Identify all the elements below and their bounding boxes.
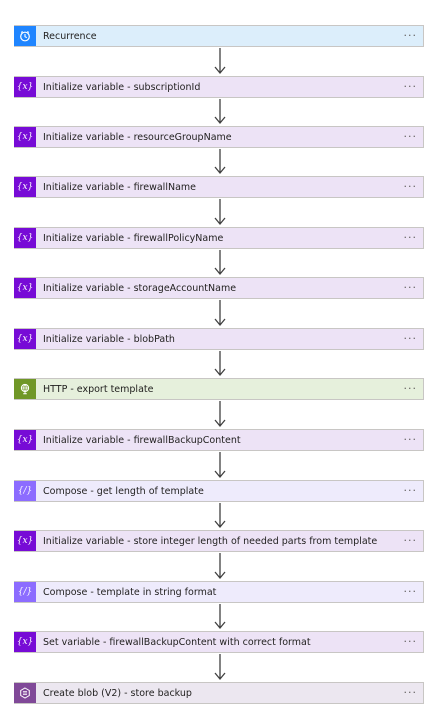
more-options-icon[interactable]: ··· bbox=[403, 332, 417, 345]
more-options-icon[interactable]: ··· bbox=[403, 231, 417, 244]
step-label: Recurrence bbox=[43, 30, 97, 42]
connector-arrow-icon bbox=[214, 99, 226, 125]
step-label: Initialize variable - storageAccountName bbox=[43, 282, 237, 294]
step-label: Initialize variable - subscriptionId bbox=[43, 81, 201, 93]
step-init-blob-path[interactable]: {x} Initialize variable - blobPath ··· bbox=[14, 328, 424, 350]
more-options-icon[interactable]: ··· bbox=[403, 433, 417, 446]
variable-icon-glyph: {x} bbox=[16, 181, 34, 192]
step-init-subscription-id[interactable]: {x} Initialize variable - subscriptionId… bbox=[14, 76, 424, 98]
step-create-blob[interactable]: Create blob (V2) - store backup ··· bbox=[14, 682, 424, 704]
step-init-firewall-policy-name[interactable]: {x} Initialize variable - firewallPolicy… bbox=[14, 227, 424, 249]
step-label: Create blob (V2) - store backup bbox=[43, 687, 192, 699]
variable-icon-glyph: {x} bbox=[16, 131, 34, 142]
more-options-icon[interactable]: ··· bbox=[403, 382, 417, 395]
step-label: Compose - get length of template bbox=[43, 485, 204, 497]
connector-arrow-icon bbox=[214, 604, 226, 630]
step-label: Initialize variable - store integer leng… bbox=[43, 535, 378, 547]
more-options-icon[interactable]: ··· bbox=[403, 484, 417, 497]
variable-icon: {x} bbox=[14, 430, 36, 450]
variable-icon: {x} bbox=[14, 531, 36, 551]
variable-icon: {x} bbox=[14, 329, 36, 349]
variable-icon-glyph: {x} bbox=[16, 282, 34, 293]
variable-icon-glyph: {x} bbox=[16, 434, 34, 445]
variable-icon: {x} bbox=[14, 228, 36, 248]
step-compose-string-format[interactable]: {/} Compose - template in string format … bbox=[14, 581, 424, 603]
step-recurrence[interactable]: Recurrence ··· bbox=[14, 25, 424, 47]
more-options-icon[interactable]: ··· bbox=[403, 80, 417, 93]
connector-arrow-icon bbox=[214, 149, 226, 175]
connector-arrow-icon bbox=[214, 250, 226, 276]
more-options-icon[interactable]: ··· bbox=[403, 635, 417, 648]
compose-icon: {/} bbox=[14, 481, 36, 501]
connector-arrow-icon bbox=[214, 654, 226, 681]
step-label: Initialize variable - firewallName bbox=[43, 181, 196, 193]
more-options-icon[interactable]: ··· bbox=[403, 281, 417, 294]
compose-icon-glyph: {/} bbox=[17, 586, 33, 597]
blob-storage-icon bbox=[14, 683, 36, 703]
variable-icon: {x} bbox=[14, 177, 36, 197]
step-label: Initialize variable - firewallBackupCont… bbox=[43, 434, 241, 446]
step-init-firewall-backup-content[interactable]: {x} Initialize variable - firewallBackup… bbox=[14, 429, 424, 451]
more-options-icon[interactable]: ··· bbox=[403, 534, 417, 547]
connector-arrow-icon bbox=[214, 351, 226, 377]
more-options-icon[interactable]: ··· bbox=[403, 180, 417, 193]
variable-icon: {x} bbox=[14, 632, 36, 652]
variable-icon: {x} bbox=[14, 127, 36, 147]
connector-arrow-icon bbox=[214, 300, 226, 327]
connector-arrow-icon bbox=[214, 401, 226, 428]
variable-icon: {x} bbox=[14, 278, 36, 298]
step-compose-length[interactable]: {/} Compose - get length of template ··· bbox=[14, 480, 424, 502]
compose-icon-glyph: {/} bbox=[17, 485, 33, 496]
step-label: HTTP - export template bbox=[43, 383, 154, 395]
variable-icon-glyph: {x} bbox=[16, 81, 34, 92]
variable-icon-glyph: {x} bbox=[16, 535, 34, 546]
variable-icon-glyph: {x} bbox=[16, 636, 34, 647]
clock-icon bbox=[14, 26, 36, 46]
more-options-icon[interactable]: ··· bbox=[403, 29, 417, 42]
step-label: Compose - template in string format bbox=[43, 586, 217, 598]
connector-arrow-icon bbox=[214, 48, 226, 75]
step-init-firewall-name[interactable]: {x} Initialize variable - firewallName ·… bbox=[14, 176, 424, 198]
connector-arrow-icon bbox=[214, 452, 226, 479]
connector-arrow-icon bbox=[214, 503, 226, 529]
compose-icon: {/} bbox=[14, 582, 36, 602]
variable-icon: {x} bbox=[14, 77, 36, 97]
connector-arrow-icon bbox=[214, 199, 226, 226]
more-options-icon[interactable]: ··· bbox=[403, 130, 417, 143]
step-set-firewall-backup-content[interactable]: {x} Set variable - firewallBackupContent… bbox=[14, 631, 424, 653]
more-options-icon[interactable]: ··· bbox=[403, 686, 417, 699]
step-label: Initialize variable - resourceGroupName bbox=[43, 131, 232, 143]
step-http-export-template[interactable]: HTTP - export template ··· bbox=[14, 378, 424, 400]
connector-arrow-icon bbox=[214, 553, 226, 580]
step-label: Initialize variable - firewallPolicyName bbox=[43, 232, 224, 244]
step-label: Set variable - firewallBackupContent wit… bbox=[43, 636, 311, 648]
variable-icon-glyph: {x} bbox=[16, 333, 34, 344]
step-init-storage-account-name[interactable]: {x} Initialize variable - storageAccount… bbox=[14, 277, 424, 299]
step-label: Initialize variable - blobPath bbox=[43, 333, 175, 345]
step-init-resource-group-name[interactable]: {x} Initialize variable - resourceGroupN… bbox=[14, 126, 424, 148]
step-init-integer-length[interactable]: {x} Initialize variable - store integer … bbox=[14, 530, 424, 552]
more-options-icon[interactable]: ··· bbox=[403, 585, 417, 598]
variable-icon-glyph: {x} bbox=[16, 232, 34, 243]
globe-icon bbox=[14, 379, 36, 399]
